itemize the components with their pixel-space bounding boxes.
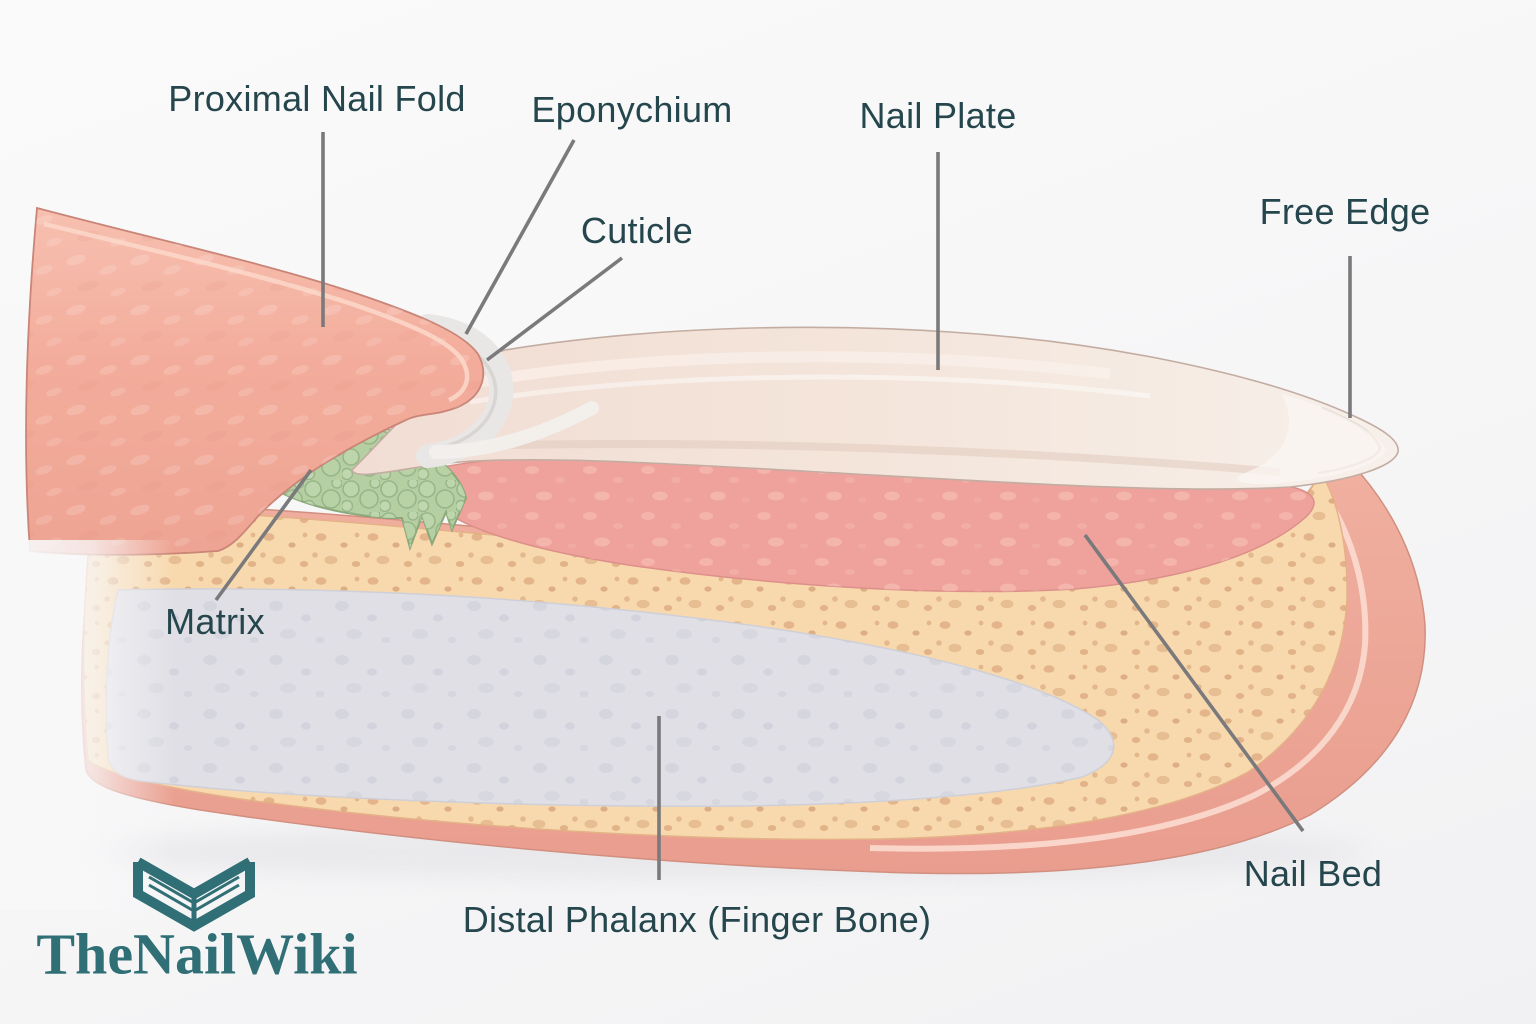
free-edge-tip-highlight: [1237, 394, 1386, 485]
leader-matrix: [214, 468, 313, 602]
cuticle-sliver: [429, 401, 599, 459]
label-cuticle: Cuticle: [580, 210, 694, 252]
label-matrix: Matrix: [165, 601, 265, 643]
nail-plate-highlight-2: [469, 374, 1151, 405]
nail-plate-lower-shade: [469, 440, 1281, 476]
finger-skin-inner-rim: [43, 221, 470, 403]
skin-wrap-inner-highlight: [869, 483, 1369, 852]
label-eponychium: Eponychium: [531, 89, 733, 131]
finger-skin-texture: [26, 208, 484, 555]
left-fade: [0, 540, 174, 910]
label-nail-plate: Nail Plate: [859, 95, 1017, 137]
distal-phalanx-texture: [106, 588, 1114, 807]
label-proximal-nail-fold: Proximal Nail Fold: [168, 78, 466, 120]
leader-nail-bed: [1083, 533, 1305, 833]
label-free-edge: Free Edge: [1259, 191, 1431, 233]
logo-wordmark: TheNailWiki: [36, 921, 358, 987]
leader-cuticle: [485, 256, 624, 362]
label-nail-bed: Nail Bed: [1243, 853, 1383, 895]
leader-eponychium: [464, 139, 576, 335]
leader-lines: [214, 132, 1352, 880]
book-logo-icon: [133, 857, 255, 932]
label-distal-phalanx: Distal Phalanx (Finger Bone): [462, 899, 932, 941]
nail-plate-highlight: [479, 351, 1111, 388]
